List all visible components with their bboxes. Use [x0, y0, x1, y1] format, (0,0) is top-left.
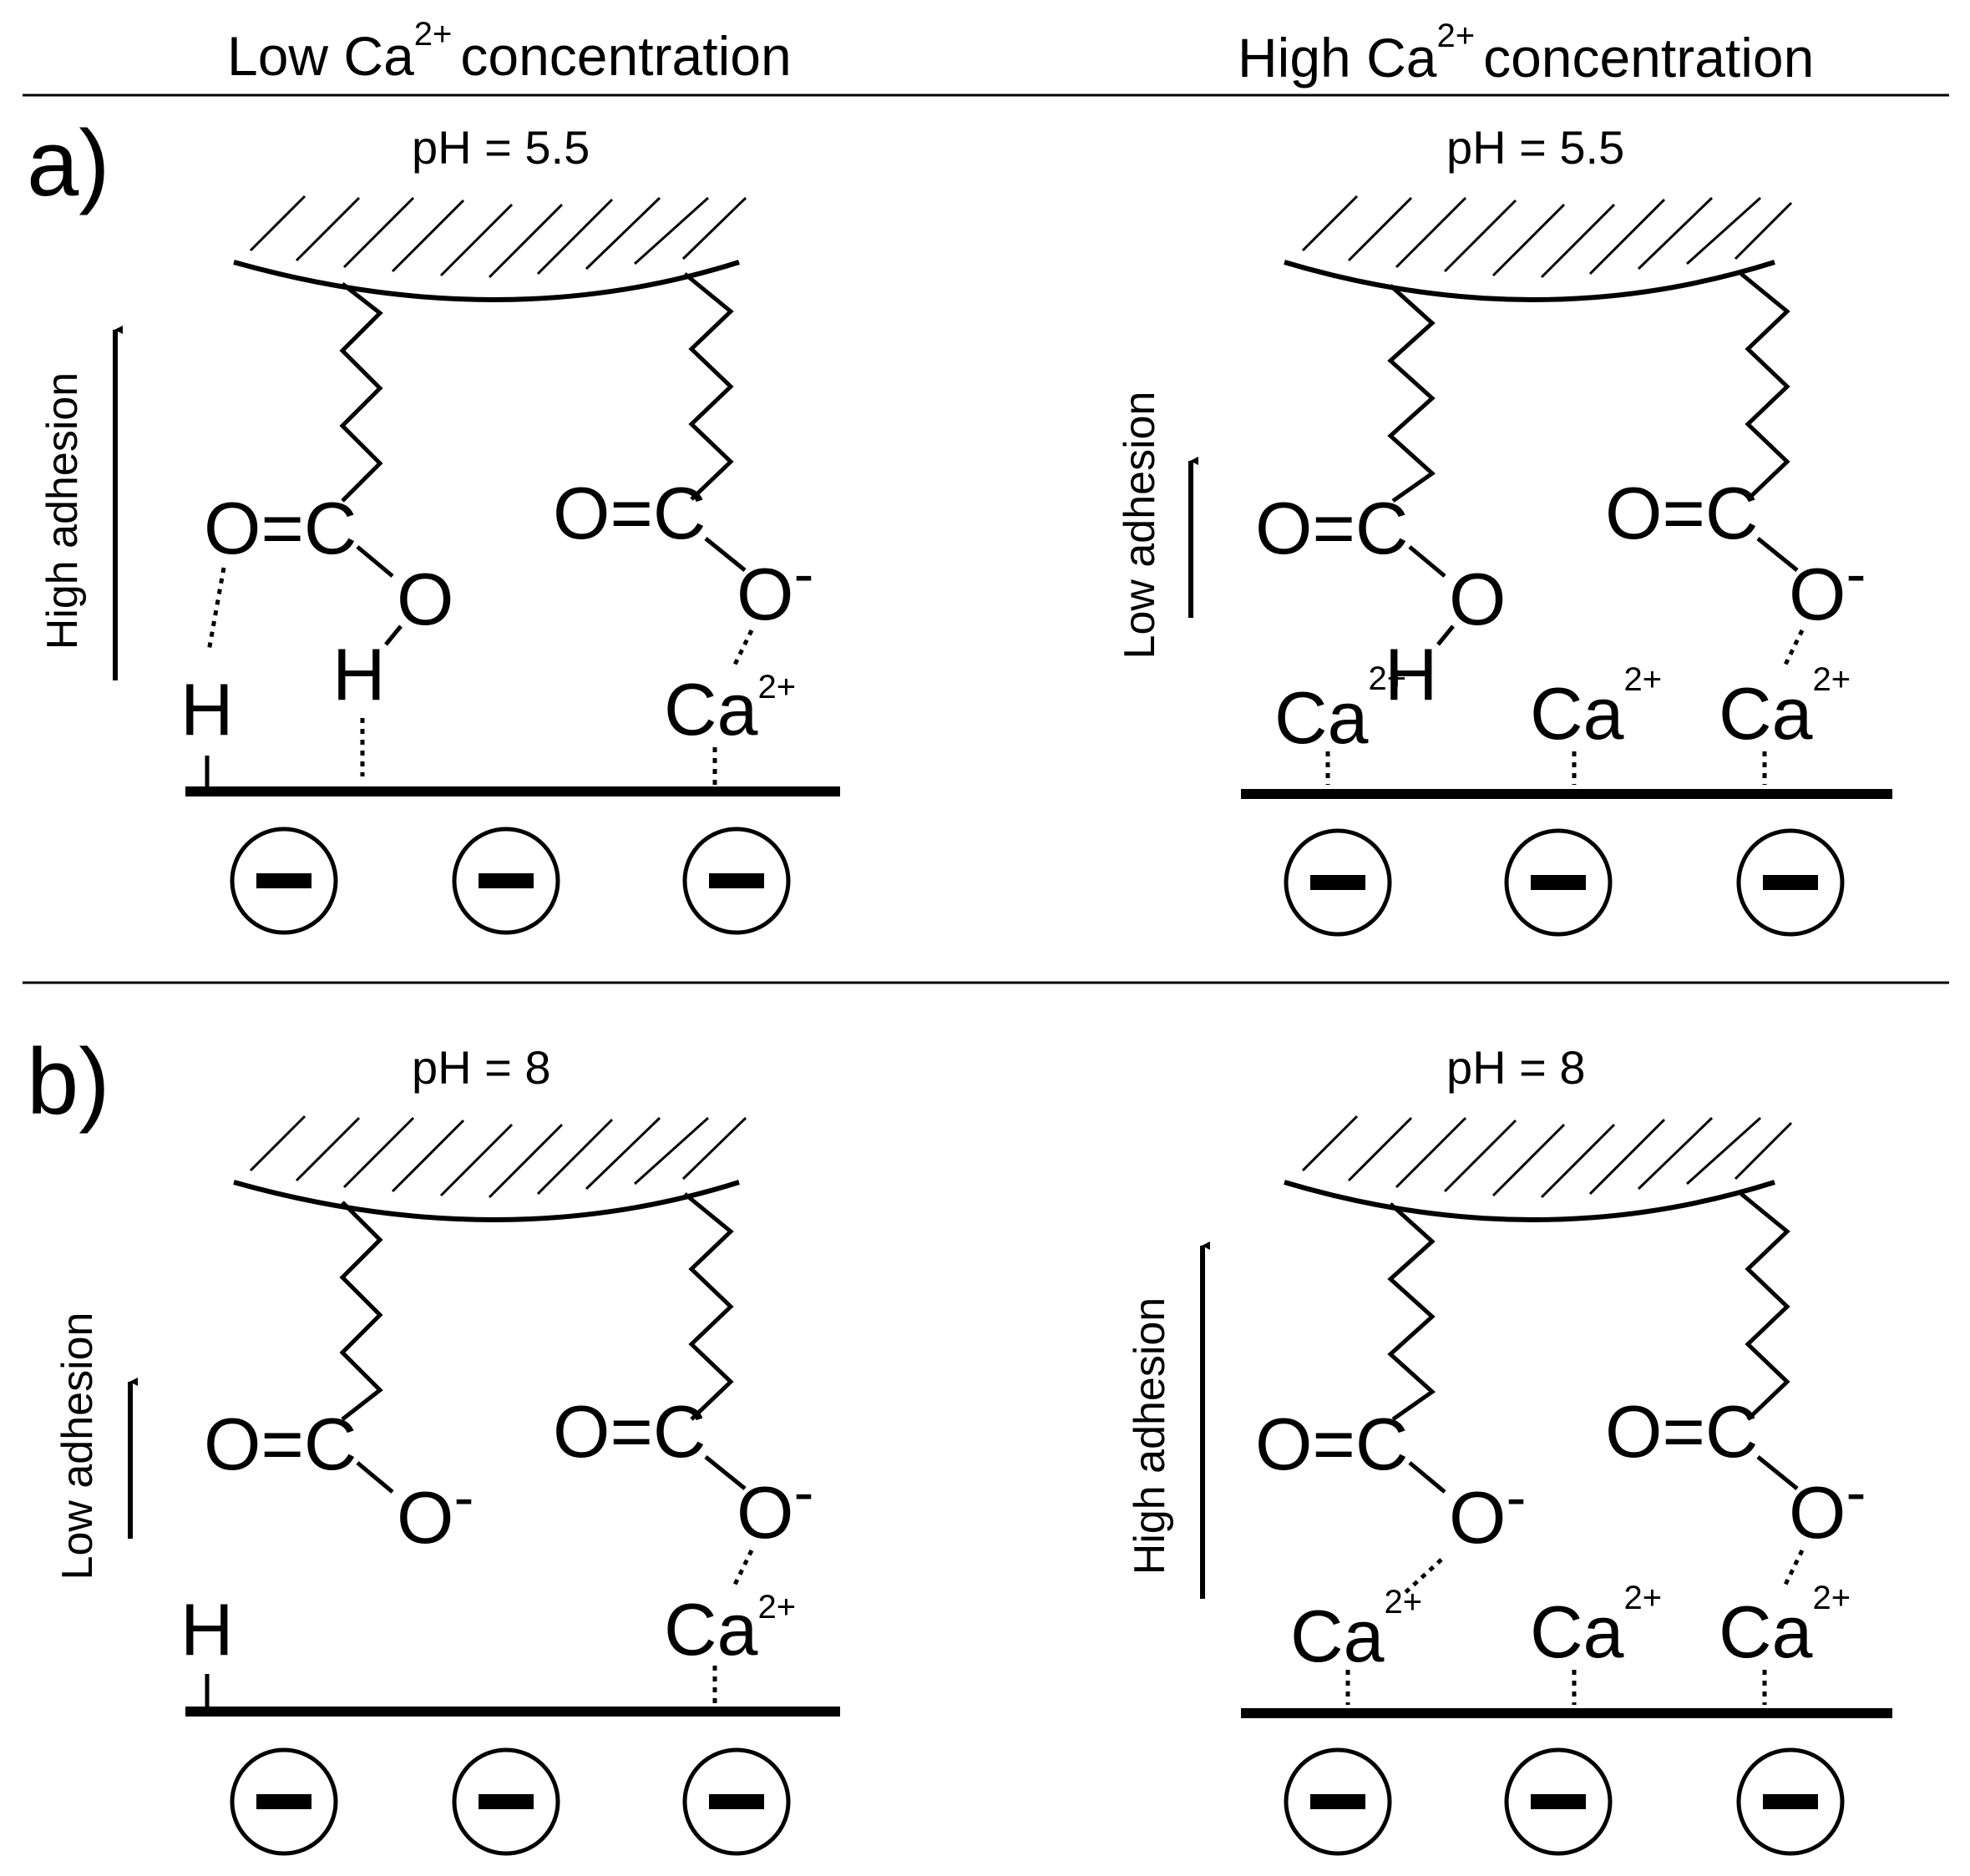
hydroxyl-hydrogen: H: [1385, 633, 1438, 716]
calcium-ion: Ca2+: [1719, 661, 1851, 755]
alkyl-chain-right: [1740, 1192, 1790, 1421]
adhesion-label: Low adhesion: [1116, 392, 1164, 660]
surface-hydrogen: H: [180, 668, 234, 751]
ph-label: pH = 8: [412, 1041, 551, 1094]
adhesion-label: Low adhesion: [53, 1312, 102, 1580]
panel-a-high-ca-ph-5-5: pH = 5.5 O=C O=C O H O-: [1116, 121, 1892, 937]
calcium-ion: Ca2+: [1719, 1580, 1851, 1673]
alkyl-chain-right: [683, 272, 734, 501]
minus-circle-icon: [1736, 1747, 1845, 1856]
minus-circle-icon: [1284, 828, 1392, 937]
panel-b-low-ca-ph-8: pH = 8 O=C O=C O- O- H C: [53, 1041, 840, 1856]
alkyl-chain-right: [1740, 272, 1790, 501]
ph-label: pH = 8: [1446, 1041, 1586, 1094]
row-label-b: b): [27, 1029, 110, 1134]
ionic-bond-dots: [1345, 1549, 1805, 1705]
alkyl-chain-left: [339, 282, 383, 503]
minus-circle-icon: [452, 1747, 560, 1856]
minus-circle-icon: [1504, 1747, 1613, 1856]
alkyl-chain-left: [339, 1201, 383, 1421]
hydroxyl-oxygen: O: [397, 558, 453, 640]
carbonyl-group: O=C: [1605, 1390, 1758, 1473]
carbonyl-group: O=C: [1255, 1403, 1408, 1485]
carboxylate-oxygen: O-: [1789, 541, 1866, 635]
carbonyl-group: O=C: [553, 1390, 706, 1473]
ionic-bond-dots: [712, 1549, 754, 1705]
ph-label: pH = 5.5: [1446, 121, 1624, 174]
hydroxyl-oxygen: O: [1449, 558, 1506, 640]
minus-circle-icon: [230, 827, 338, 935]
carbonyl-group: O=C: [204, 487, 357, 569]
carboxylate-oxygen: O-: [1789, 1459, 1866, 1554]
minus-circle-icon: [682, 827, 791, 935]
minus-circle-icon: [1504, 828, 1613, 937]
carboxylate-oxygen: O-: [1449, 1464, 1526, 1559]
calcium-ion: Ca2+: [664, 668, 796, 751]
top-surface: [1284, 1115, 1793, 1222]
calcium-ion: Ca2+: [1290, 1584, 1422, 1677]
panel-a-low-ca-ph-5-5: pH = 5.5 O=C O=C O H O-: [38, 121, 840, 935]
surface-hydrogen: H: [180, 1588, 234, 1671]
alkyl-chain-left: [1387, 1202, 1436, 1422]
carbonyl-group: O=C: [1605, 472, 1758, 554]
carboxylate-oxygen: O-: [397, 1464, 474, 1559]
header-right: High Ca2+concentration: [1238, 18, 1814, 88]
minus-circle-icon: [452, 827, 560, 935]
carboxylate-oxygen: O-: [737, 541, 813, 635]
adhesion-label: High adhesion: [1126, 1297, 1174, 1575]
calcium-ion: Ca2+: [1530, 661, 1662, 755]
minus-circle-icon: [1284, 1747, 1392, 1856]
ph-label: pH = 5.5: [412, 121, 590, 174]
minus-circle-icon: [682, 1747, 791, 1856]
row-label-a: a): [27, 111, 110, 215]
carbonyl-group: O=C: [204, 1403, 357, 1485]
calcium-ion: Ca2+: [664, 1588, 796, 1671]
alkyl-chain-right: [683, 1192, 734, 1421]
h-bond-dots: [206, 567, 754, 785]
top-surface: [233, 195, 747, 302]
ionic-bond-dots: [1325, 629, 1805, 785]
calcium-ion: Ca2+: [1274, 660, 1406, 759]
carboxylate-oxygen: O-: [737, 1459, 813, 1554]
carbonyl-group: O=C: [1255, 487, 1408, 569]
top-surface: [233, 1115, 747, 1222]
alkyl-chain-left: [1387, 284, 1436, 503]
hydroxyl-hydrogen: H: [332, 633, 386, 716]
minus-circle-icon: [230, 1747, 338, 1856]
adhesion-label: High adhesion: [38, 372, 87, 650]
carbonyl-group: O=C: [553, 472, 706, 554]
calcium-ion: Ca2+: [1530, 1580, 1662, 1673]
minus-circle-icon: [1736, 828, 1845, 937]
panel-b-high-ca-ph-8: pH = 8 O=C O=C O- O- Ca2+ Ca2+: [1126, 1041, 1892, 1856]
header-left: Low Ca2+concentration: [227, 16, 792, 87]
top-surface: [1284, 195, 1793, 302]
